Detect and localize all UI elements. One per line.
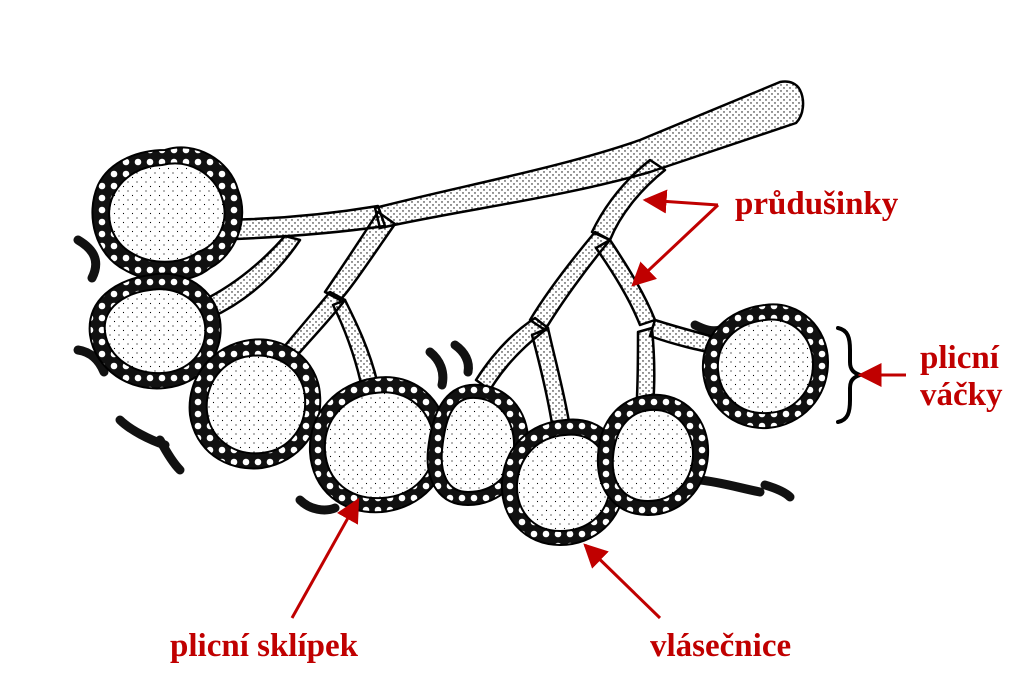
label-alveolar-sacs: plicní váčky: [920, 340, 1003, 414]
arrow-bronchioles-upper: [642, 189, 719, 214]
alveolar-sac: [188, 338, 322, 470]
alveolar-sac: [500, 418, 627, 547]
alveolar-sacs: [88, 146, 830, 547]
arrow-capillaries: [583, 543, 662, 620]
label-alveolar-sacs-line2: váčky: [920, 376, 1003, 413]
arrow-alveolus: [290, 497, 360, 619]
bronchiole-tree: [198, 80, 805, 432]
label-capillaries: vlásečnice: [650, 628, 792, 664]
alveolar-sac: [596, 393, 710, 517]
alveolar-sac: [426, 383, 530, 507]
label-bronchioles: průdušinky: [735, 186, 899, 222]
label-alveolus: plicní sklípek: [170, 628, 358, 664]
curly-brace: [836, 326, 867, 424]
alveolar-sac: [701, 303, 830, 430]
label-alveolar-sacs-line1: plicní: [920, 340, 999, 376]
alveolar-sac: [308, 376, 450, 514]
pointer-arrows: [290, 189, 906, 620]
alveolar-sac: [91, 146, 244, 282]
alveolar-sac: [88, 272, 222, 390]
arrow-bronchioles-lower: [631, 203, 720, 287]
